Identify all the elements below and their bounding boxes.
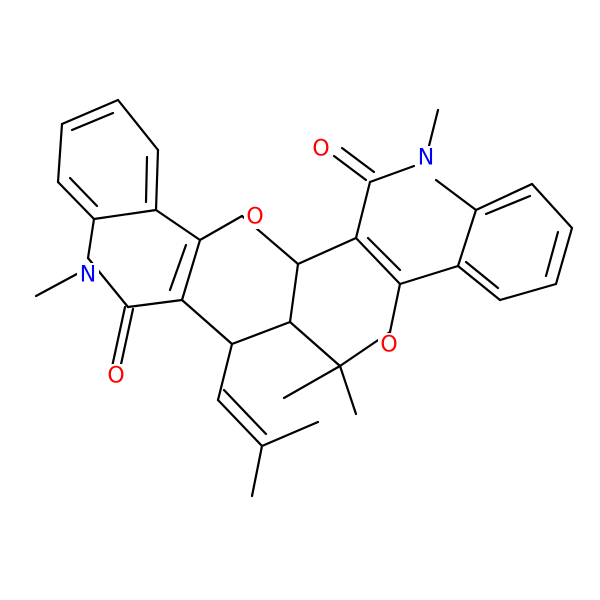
nitrogen-label-right: N [418, 146, 434, 171]
isobutenyl-side-chain [216, 342, 320, 498]
oxygen-label-pyran-left: O [246, 205, 263, 230]
left-pyran-ring [180, 214, 300, 346]
atom-n-right: N [415, 146, 437, 171]
oxygen-label-pyran-right: O [380, 333, 397, 358]
right-pyridone-ring [332, 108, 478, 286]
left-benzene-ring [56, 98, 160, 221]
right-benzene-ring [456, 182, 574, 302]
atom-o-pyran-right: O [378, 333, 400, 358]
left-pyridone-ring [34, 208, 202, 371]
right-pyran-ring [282, 236, 402, 416]
atom-n-left: N [77, 263, 99, 288]
atom-o-carbonyl-left: O [105, 364, 127, 389]
atom-o-carbonyl-right: O [310, 137, 332, 162]
atom-o-pyran-left: O [244, 205, 266, 230]
nitrogen-label-left: N [80, 263, 96, 288]
oxygen-label-carbonyl-left: O [107, 364, 124, 389]
oxygen-label-carbonyl-right: O [312, 137, 329, 162]
